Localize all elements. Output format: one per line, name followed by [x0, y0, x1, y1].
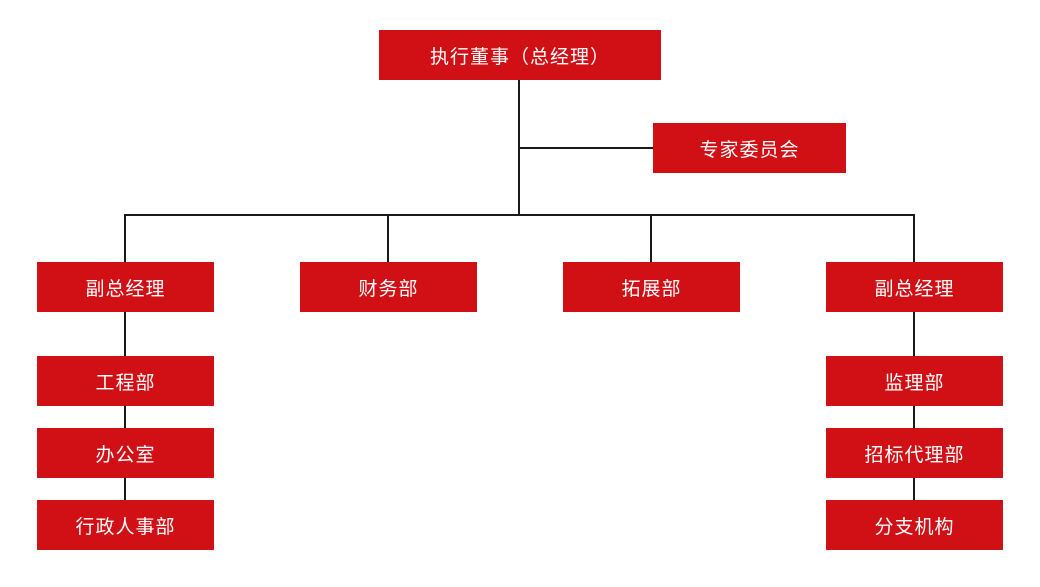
node-executive-director: 执行董事（总经理） — [379, 30, 661, 80]
connector-drop-2 — [387, 214, 389, 262]
connector-advisory — [519, 147, 653, 149]
node-supervision-dept: 监理部 — [826, 356, 1003, 406]
node-office: 办公室 — [37, 428, 214, 478]
node-branches: 分支机构 — [826, 500, 1003, 550]
node-expansion-dept: 拓展部 — [563, 262, 740, 312]
node-engineering-dept: 工程部 — [37, 356, 214, 406]
connector-right-branch — [913, 312, 915, 500]
connector-drop-3 — [650, 214, 652, 262]
node-expert-committee: 专家委员会 — [653, 123, 846, 173]
connector-level2-bar — [124, 214, 915, 216]
node-deputy-gm-left: 副总经理 — [37, 262, 214, 312]
node-tender-agency-dept: 招标代理部 — [826, 428, 1003, 478]
node-finance-dept: 财务部 — [300, 262, 477, 312]
connector-drop-1 — [124, 214, 126, 262]
connector-drop-4 — [913, 214, 915, 262]
connector-left-branch — [124, 312, 126, 500]
node-deputy-gm-right: 副总经理 — [826, 262, 1003, 312]
node-admin-hr-dept: 行政人事部 — [37, 500, 214, 550]
